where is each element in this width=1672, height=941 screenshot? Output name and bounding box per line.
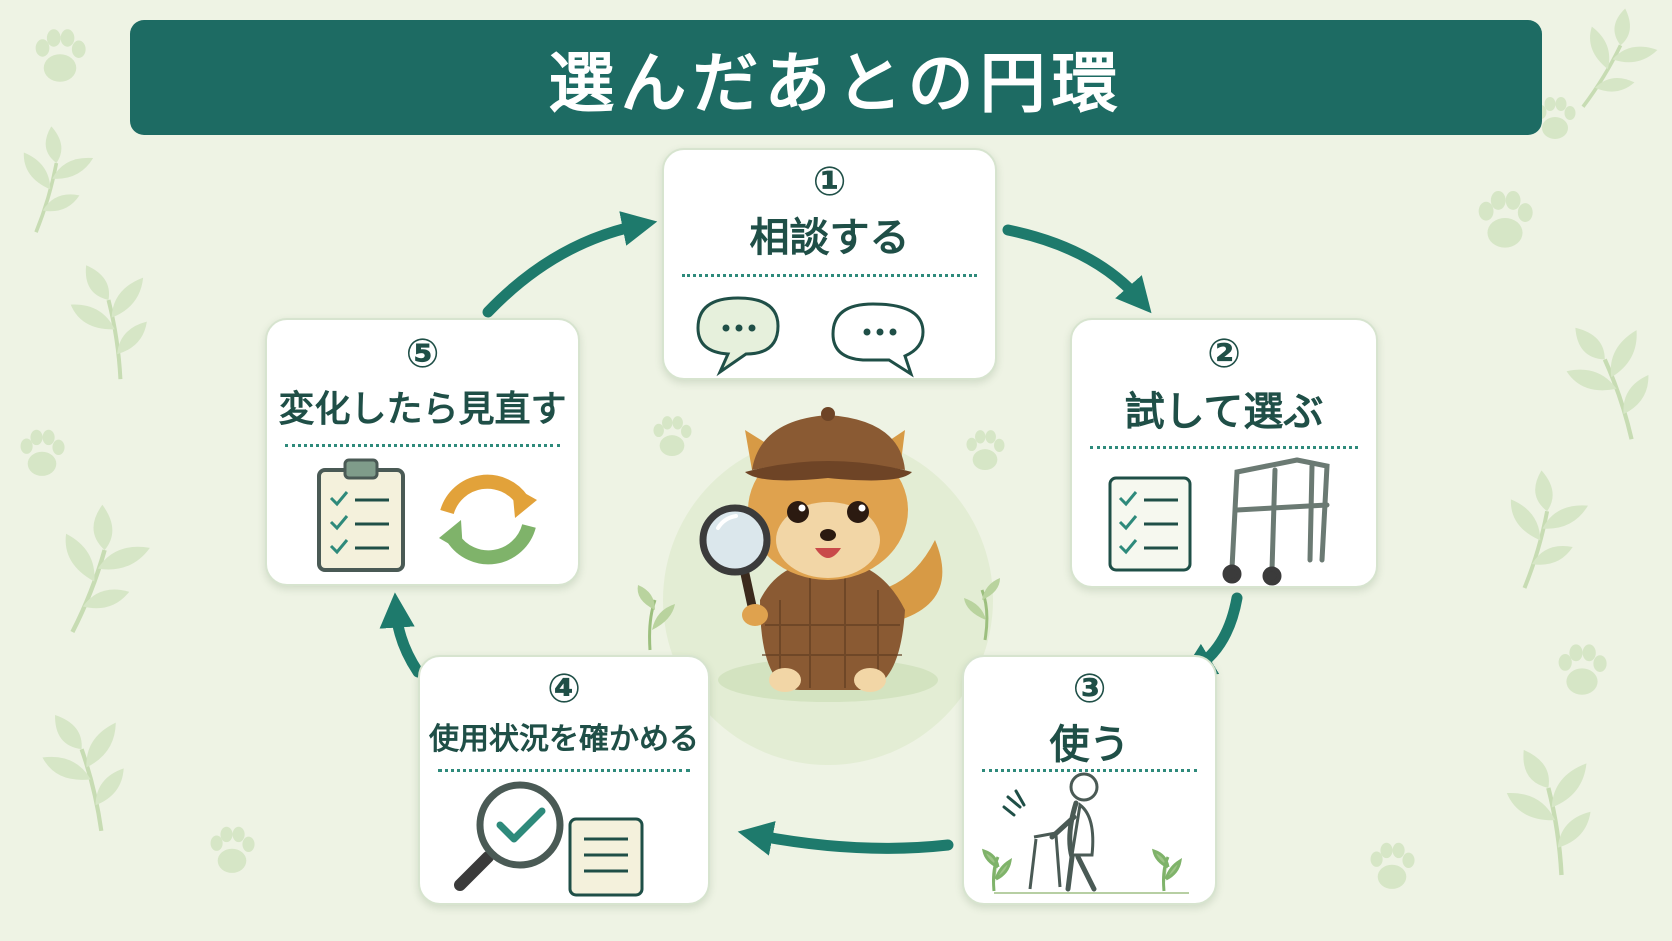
step-5-number: ⑤ (405, 331, 440, 377)
page-title: 選んだあとの円環 (548, 44, 1124, 122)
step-2-label: 試して選ぶ (1124, 389, 1324, 435)
speech-bubble-icon (831, 302, 925, 378)
arrow-5-to-1 (482, 211, 658, 318)
step-1-label: 相談する (749, 215, 910, 261)
step-2-number: ② (1207, 331, 1241, 377)
step-3-divider (982, 769, 1197, 772)
step-1-icons (696, 296, 925, 378)
step-5-divider (285, 444, 560, 447)
step-4-divider (438, 769, 690, 772)
walker-icon (1222, 457, 1330, 586)
speech-bubble-icon (696, 296, 780, 377)
step-2-divider (1090, 446, 1358, 449)
arrow-1-to-2 (1002, 224, 1152, 314)
step-1-number: ① (812, 159, 847, 205)
step-card-1: ① 相談する (662, 148, 997, 380)
arrow-3-to-4 (737, 821, 954, 856)
step-5-icons (317, 458, 537, 572)
step-4-icons (454, 781, 644, 897)
arrow-4-to-5 (379, 592, 424, 678)
title-banner: 選んだあとの円環 (130, 20, 1542, 135)
step-1-divider (682, 274, 977, 277)
step-3-label: 使う (1049, 722, 1130, 768)
step-card-2: ② 試して選ぶ (1070, 318, 1378, 588)
checklist-icon (1108, 476, 1192, 572)
step-card-5: ⑤ 変化したら見直す (265, 318, 580, 586)
document-icon (568, 817, 644, 897)
step-2-icons (1108, 457, 1330, 586)
refresh-cycle-icon (439, 474, 537, 565)
step-card-3: ③ 使う (962, 655, 1217, 905)
step-4-number: ④ (547, 666, 581, 712)
magnifier-check-icon (454, 781, 564, 891)
step-5-label: 変化したら見直す (278, 389, 567, 430)
step-3-number: ③ (1072, 666, 1107, 712)
step-card-4: ④ 使用状況を確かめる (418, 655, 710, 905)
clipboard-checklist-icon (317, 458, 405, 572)
step-3-icons (982, 772, 1189, 894)
step-4-label: 使用状況を確かめる (429, 722, 699, 757)
person-with-walker-icon (982, 772, 1189, 894)
